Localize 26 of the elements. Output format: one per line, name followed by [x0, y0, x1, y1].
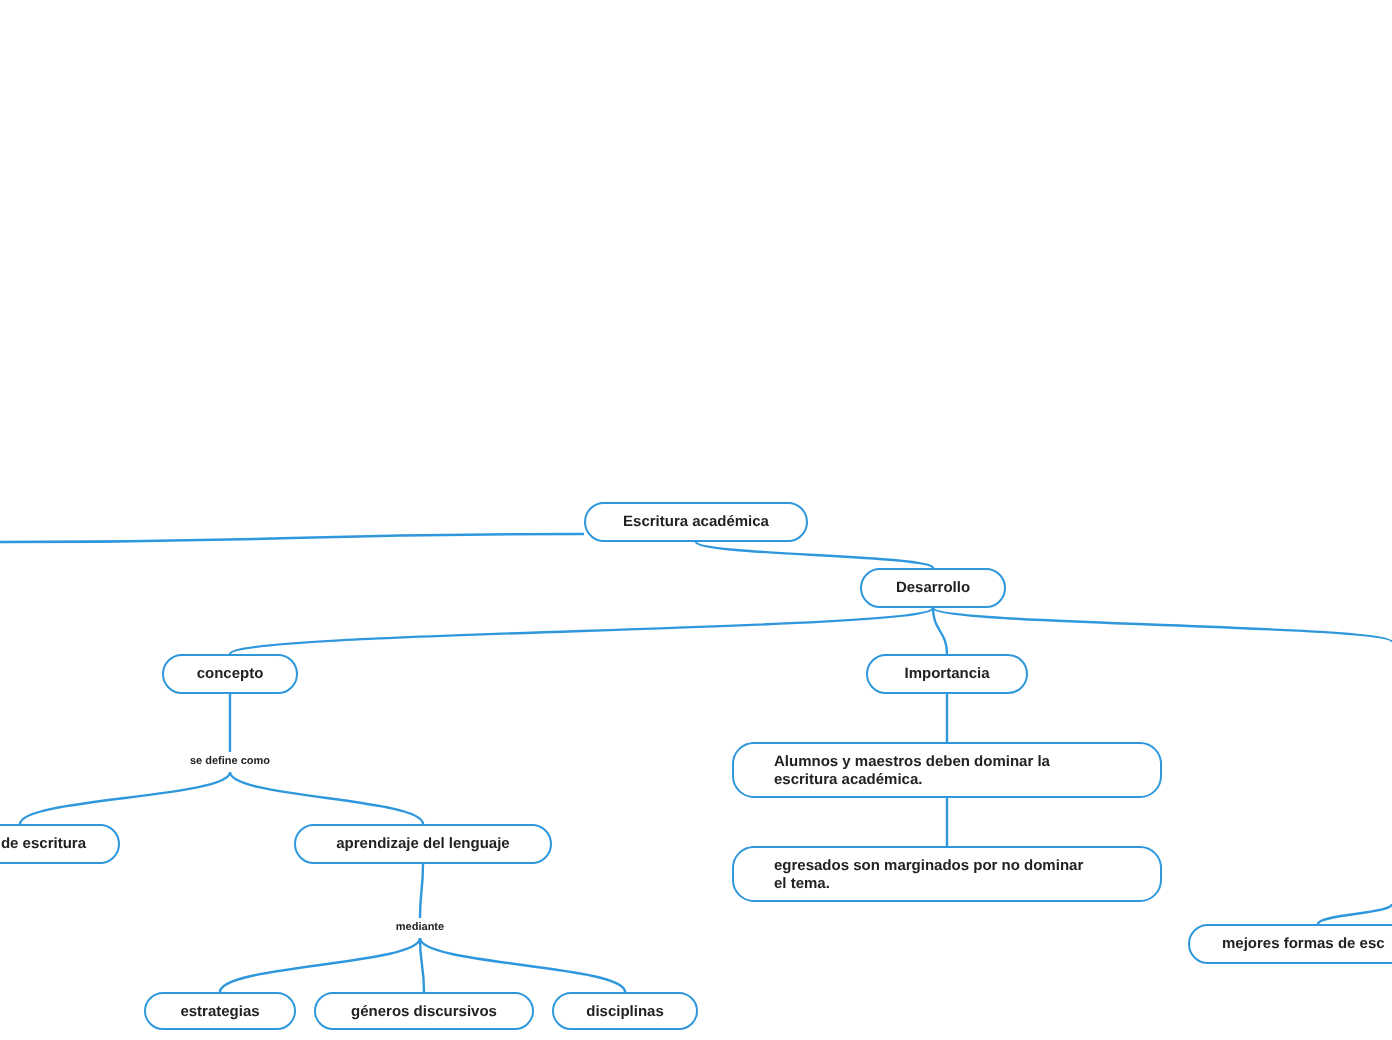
topic-box	[732, 846, 1162, 902]
connector-line	[945, 798, 949, 846]
topic-box	[144, 992, 296, 1030]
connector-line	[19, 771, 231, 825]
connector-line	[0, 532, 584, 544]
connector-line	[932, 606, 1392, 644]
connector-line	[1317, 903, 1392, 925]
topic-box	[1188, 924, 1392, 964]
topic-box	[866, 654, 1028, 694]
connector-line	[229, 606, 934, 656]
connector-line	[418, 938, 426, 992]
connector-line	[695, 541, 934, 569]
topic-box	[294, 824, 552, 864]
connector-line	[419, 937, 626, 993]
connector-line	[418, 864, 425, 918]
topic-box	[314, 992, 534, 1030]
topic-box	[732, 742, 1162, 798]
topic-box	[162, 654, 298, 694]
topic-box	[860, 568, 1006, 608]
connector-line	[229, 771, 424, 825]
topic-box	[584, 502, 808, 542]
connector-line	[945, 694, 949, 742]
connector-line	[228, 694, 232, 752]
topic-box	[552, 992, 698, 1030]
connector-line	[931, 607, 949, 655]
connector-line	[219, 937, 421, 993]
